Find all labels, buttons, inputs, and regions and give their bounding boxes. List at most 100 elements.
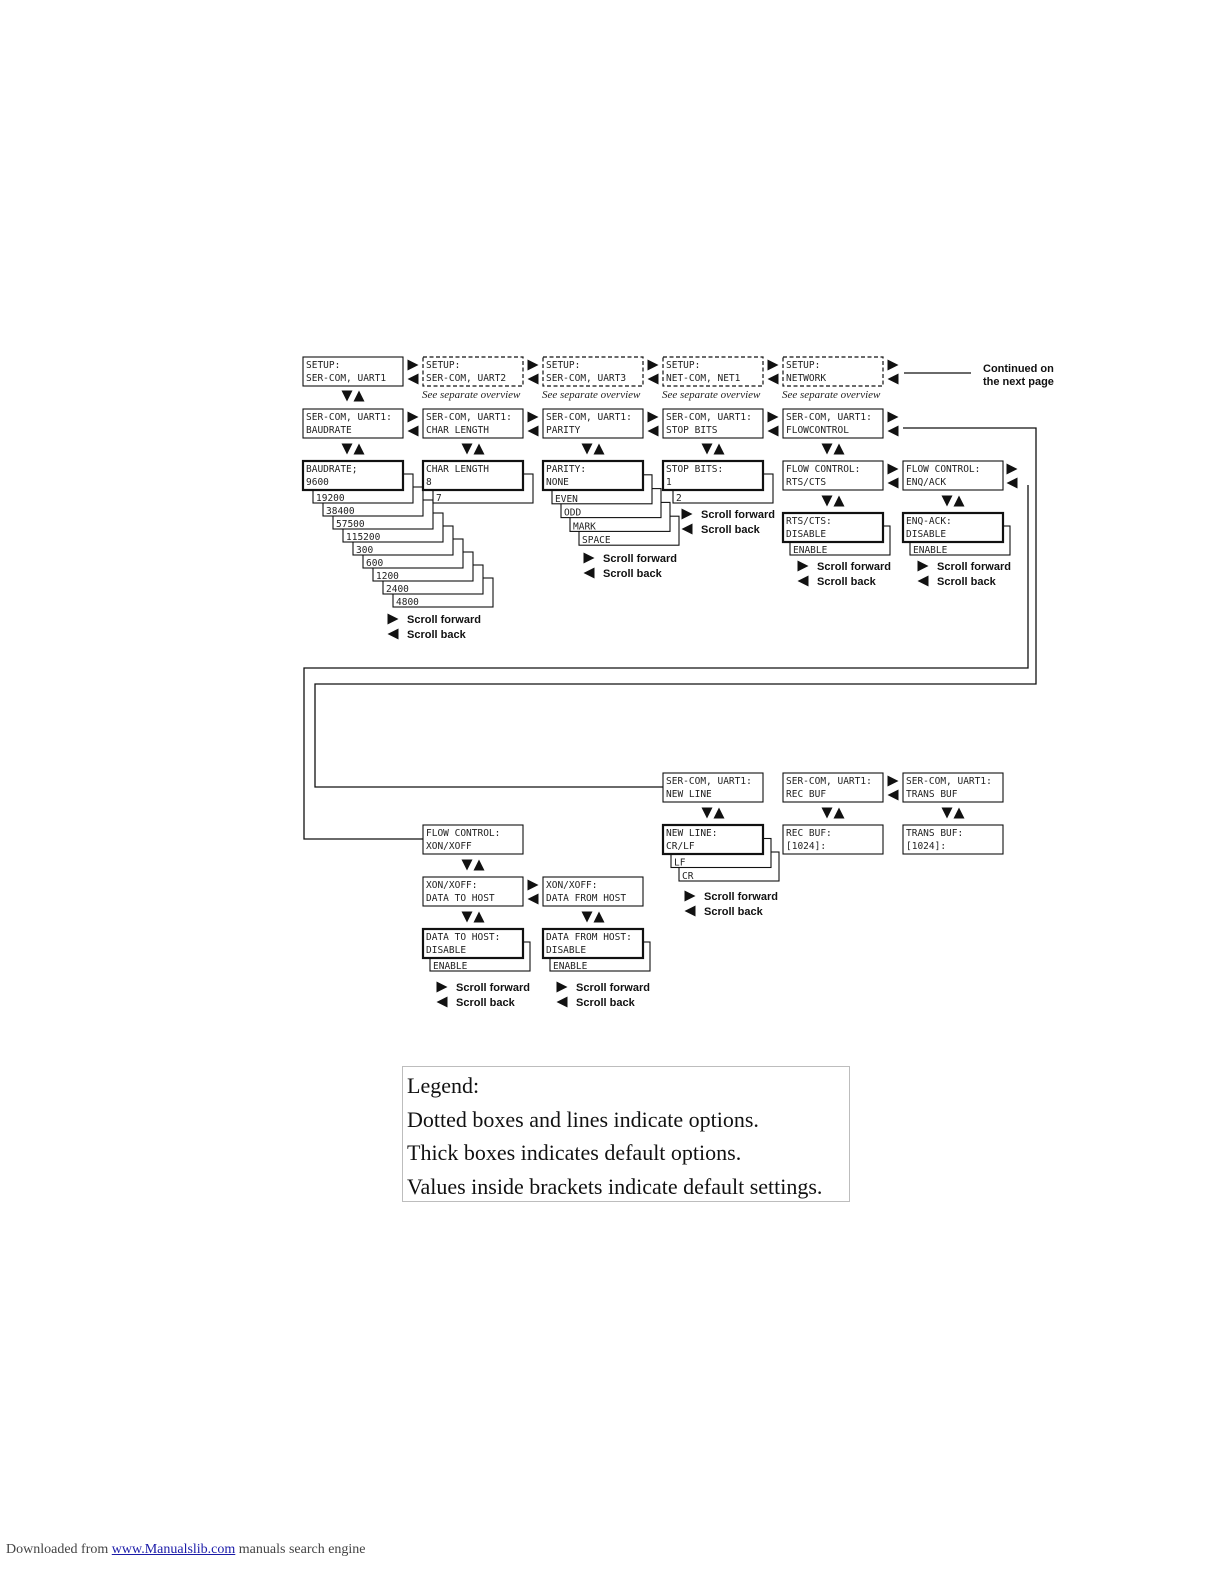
down-arrow-icon xyxy=(461,443,473,455)
rtscts-value: RTS/CTS:DISABLE xyxy=(781,511,885,544)
scroll-forward-label: Scroll forward xyxy=(407,614,481,626)
datafromhost-value: DATA FROM HOST: DISABLE xyxy=(541,927,645,960)
setup-net1: SETUP:NET-COM, NET1 xyxy=(662,356,764,387)
lcd-line-2: NETWORK xyxy=(786,373,826,384)
scroll-forward-label: Scroll forward xyxy=(817,561,891,573)
left-arrow-icon xyxy=(407,373,419,385)
option-label: 2400 xyxy=(386,584,409,595)
scroll-forward-icon xyxy=(681,508,693,520)
lcd-line-2: SER-COM, UART3 xyxy=(546,373,626,384)
lcd-line-1: SER-COM, UART1: xyxy=(906,776,992,787)
lcd-box xyxy=(902,772,1004,803)
scroll-forward-icon xyxy=(436,981,448,993)
lcd-line-1: DATA TO HOST: xyxy=(426,932,500,943)
scroll-back-label: Scroll back xyxy=(817,576,877,588)
legend-box: Legend: Dotted boxes and lines indicate … xyxy=(402,1066,850,1202)
lcd-box xyxy=(902,460,1004,491)
left-arrow-icon xyxy=(767,425,779,437)
right-arrow-icon xyxy=(1006,463,1018,475)
scroll-back-icon xyxy=(681,523,693,535)
left-arrow-icon xyxy=(407,425,419,437)
lcd-line-2: FLOWCONTROL xyxy=(786,425,849,436)
lcd-line-2: SER-COM, UART2 xyxy=(426,373,506,384)
datatohost-value: DATA TO HOST:DISABLE xyxy=(421,927,525,960)
scroll-forward-label: Scroll forward xyxy=(456,982,530,994)
right-arrow-icon xyxy=(647,359,659,371)
lcd-line-1: SER-COM, UART1: xyxy=(666,412,752,423)
down-arrow-icon xyxy=(821,495,833,507)
scroll-back-icon xyxy=(387,628,399,640)
right-arrow-icon xyxy=(407,359,419,371)
lcd-line-1: TRANS BUF: xyxy=(906,828,963,839)
lcd-box xyxy=(661,459,765,492)
continued-on-text: Continued on xyxy=(983,363,1054,375)
up-arrow-icon xyxy=(593,911,605,923)
lcd-box xyxy=(302,408,404,439)
lcd-line-1: SER-COM, UART1: xyxy=(546,412,632,423)
scroll-forward-icon xyxy=(797,560,809,572)
continued-next-page-text: the next page xyxy=(983,376,1054,388)
down-arrow-icon xyxy=(341,443,353,455)
enqack-value: ENQ-ACK:DISABLE xyxy=(901,511,1005,544)
lcd-box xyxy=(542,408,644,439)
flow-enqack: FLOW CONTROL: ENQ/ACK xyxy=(902,460,1004,491)
setup-uart2: SETUP:SER-COM, UART2 xyxy=(422,356,524,387)
lcd-line-2: DISABLE xyxy=(546,945,586,956)
lcd-line-1: SETUP: xyxy=(306,360,340,371)
charlength-menu: SER-COM, UART1:CHAR LENGTH xyxy=(422,408,524,439)
setup-network: SETUP:NETWORK xyxy=(782,356,884,387)
option-label: CR xyxy=(682,871,694,882)
lcd-box xyxy=(782,460,884,491)
left-arrow-icon xyxy=(647,373,659,385)
left-arrow-icon xyxy=(1006,477,1018,489)
right-arrow-icon xyxy=(887,463,899,475)
down-arrow-icon xyxy=(941,495,953,507)
lcd-line-2: STOP BITS xyxy=(666,425,718,436)
up-arrow-icon xyxy=(473,859,485,871)
lcd-box xyxy=(782,408,884,439)
lcd-box xyxy=(781,511,885,544)
lcd-line-1: DATA FROM HOST: xyxy=(546,932,632,943)
left-arrow-icon xyxy=(647,425,659,437)
right-arrow-icon xyxy=(887,411,899,423)
option-label: 1200 xyxy=(376,571,399,582)
lcd-line-1: ENQ-ACK: xyxy=(906,516,952,527)
left-arrow-icon xyxy=(887,425,899,437)
lcd-box xyxy=(421,459,525,492)
right-arrow-icon xyxy=(767,411,779,423)
lcd-line-2: REC BUF xyxy=(786,789,826,800)
transbuf-value: TRANS BUF:[1024]: xyxy=(902,824,1004,855)
lcd-box xyxy=(542,356,644,387)
down-arrow-icon xyxy=(821,807,833,819)
lcd-line-1: FLOW CONTROL: xyxy=(906,464,980,475)
footer-link[interactable]: www.Manualslib.com xyxy=(111,1542,236,1557)
up-arrow-icon xyxy=(473,443,485,455)
option-label: 38400 xyxy=(326,506,355,517)
newline-value: NEW LINE:CR/LF xyxy=(661,823,765,856)
lcd-line-1: RTS/CTS: xyxy=(786,516,832,527)
option-label: SPACE xyxy=(582,535,611,546)
option-label: 4800 xyxy=(396,597,419,608)
footer-suffix: manuals search engine xyxy=(235,1542,366,1557)
option-label: 7 xyxy=(436,493,442,504)
transbuf-menu: SER-COM, UART1:TRANS BUF xyxy=(902,772,1004,803)
up-arrow-icon xyxy=(593,443,605,455)
see-separate-overview-note: See separate overview xyxy=(542,389,641,401)
see-separate-overview-note: See separate overview xyxy=(662,389,761,401)
lcd-line-2: ENQ/ACK xyxy=(906,477,946,488)
legend-line-dotted: Dotted boxes and lines indicate options. xyxy=(407,1106,759,1132)
lcd-line-2: CHAR LENGTH xyxy=(426,425,489,436)
lcd-line-2: CR/LF xyxy=(666,841,695,852)
lcd-line-1: XON/XOFF: xyxy=(426,880,477,891)
right-arrow-icon xyxy=(527,411,539,423)
lcd-line-2: [1024]: xyxy=(786,841,826,852)
baudrate-value: BAUDRATE;9600 xyxy=(301,459,405,492)
scroll-forward-label: Scroll forward xyxy=(937,561,1011,573)
lcd-box xyxy=(421,927,525,960)
baudrate-menu: SER-COM, UART1:BAUDRATE xyxy=(302,408,404,439)
right-arrow-icon xyxy=(407,411,419,423)
lcd-box xyxy=(422,824,524,855)
scroll-back-icon xyxy=(556,996,568,1008)
option-label: ODD xyxy=(564,508,581,519)
flow-xonxoff: FLOW CONTROL:XON/XOFF xyxy=(422,824,524,855)
